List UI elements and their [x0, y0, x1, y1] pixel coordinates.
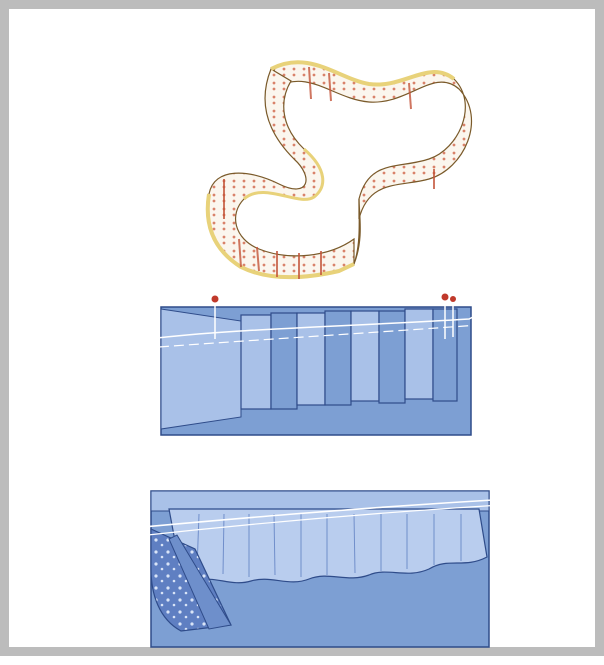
pleats	[241, 309, 457, 409]
tape-front-right	[354, 199, 360, 264]
sewing-illustration	[9, 9, 604, 665]
tape-front-left	[208, 69, 354, 277]
pleated-fabric-illustration	[149, 294, 489, 436]
gathered-fabric-illustration	[121, 491, 509, 647]
tape-loop-illustration	[208, 62, 472, 279]
